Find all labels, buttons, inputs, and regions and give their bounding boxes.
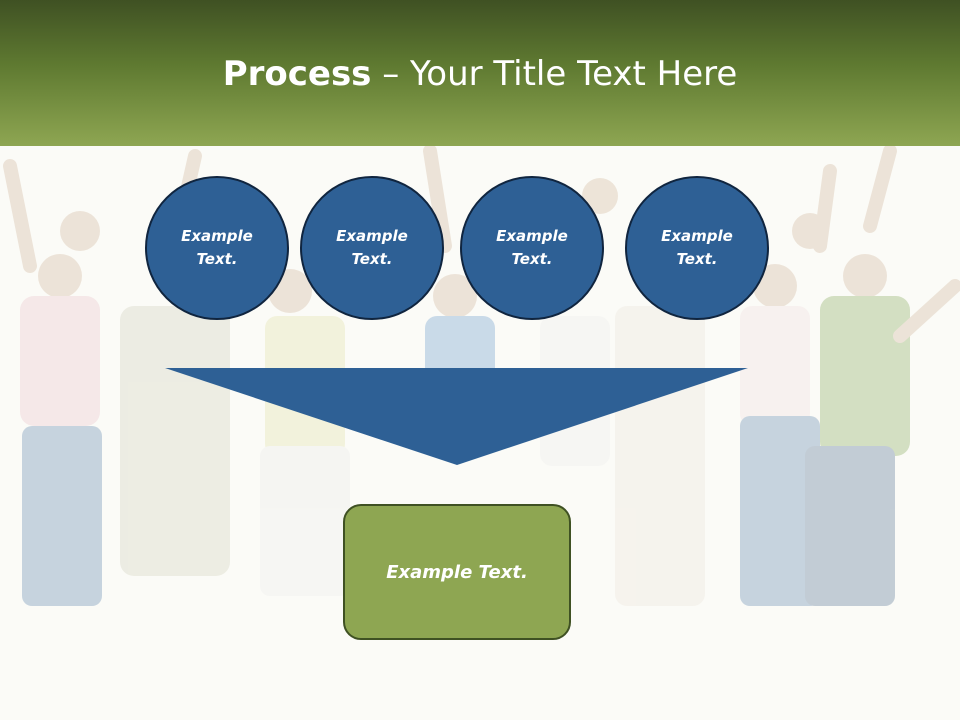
title-bold: Process bbox=[222, 54, 372, 94]
slide-header: Process – Your Title Text Here bbox=[0, 0, 960, 146]
result-box[interactable]: Example Text. bbox=[343, 504, 571, 640]
title-rest: – Your Title Text Here bbox=[371, 54, 738, 94]
funnel-triangle bbox=[165, 368, 748, 465]
slide-title: Process – Your Title Text Here bbox=[0, 52, 960, 96]
result-box-label: Example Text. bbox=[386, 561, 528, 583]
